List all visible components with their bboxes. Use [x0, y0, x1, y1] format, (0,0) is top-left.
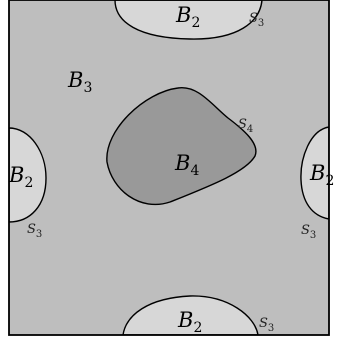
region-b4-blob — [106, 87, 257, 206]
region-b2-bottom — [122, 295, 259, 335]
label-s3-left: S3 — [27, 222, 42, 240]
label-s4: S4 — [238, 117, 253, 135]
region-b2-left — [9, 127, 47, 223]
diagram-frame — [8, 0, 330, 336]
label-s3-bottom: S3 — [259, 316, 274, 334]
label-b2-right: B2 — [309, 161, 334, 189]
region-b2-top — [114, 0, 263, 40]
label-s3-top: S3 — [249, 11, 264, 29]
label-s3-right: S3 — [301, 223, 316, 241]
label-b4: B4 — [174, 151, 199, 179]
label-b3: B3 — [67, 68, 92, 96]
label-b2-left: B2 — [8, 163, 33, 191]
label-b2-top: B2 — [175, 3, 200, 31]
region-b2-right — [300, 126, 329, 220]
label-b2-bottom: B2 — [177, 308, 202, 336]
